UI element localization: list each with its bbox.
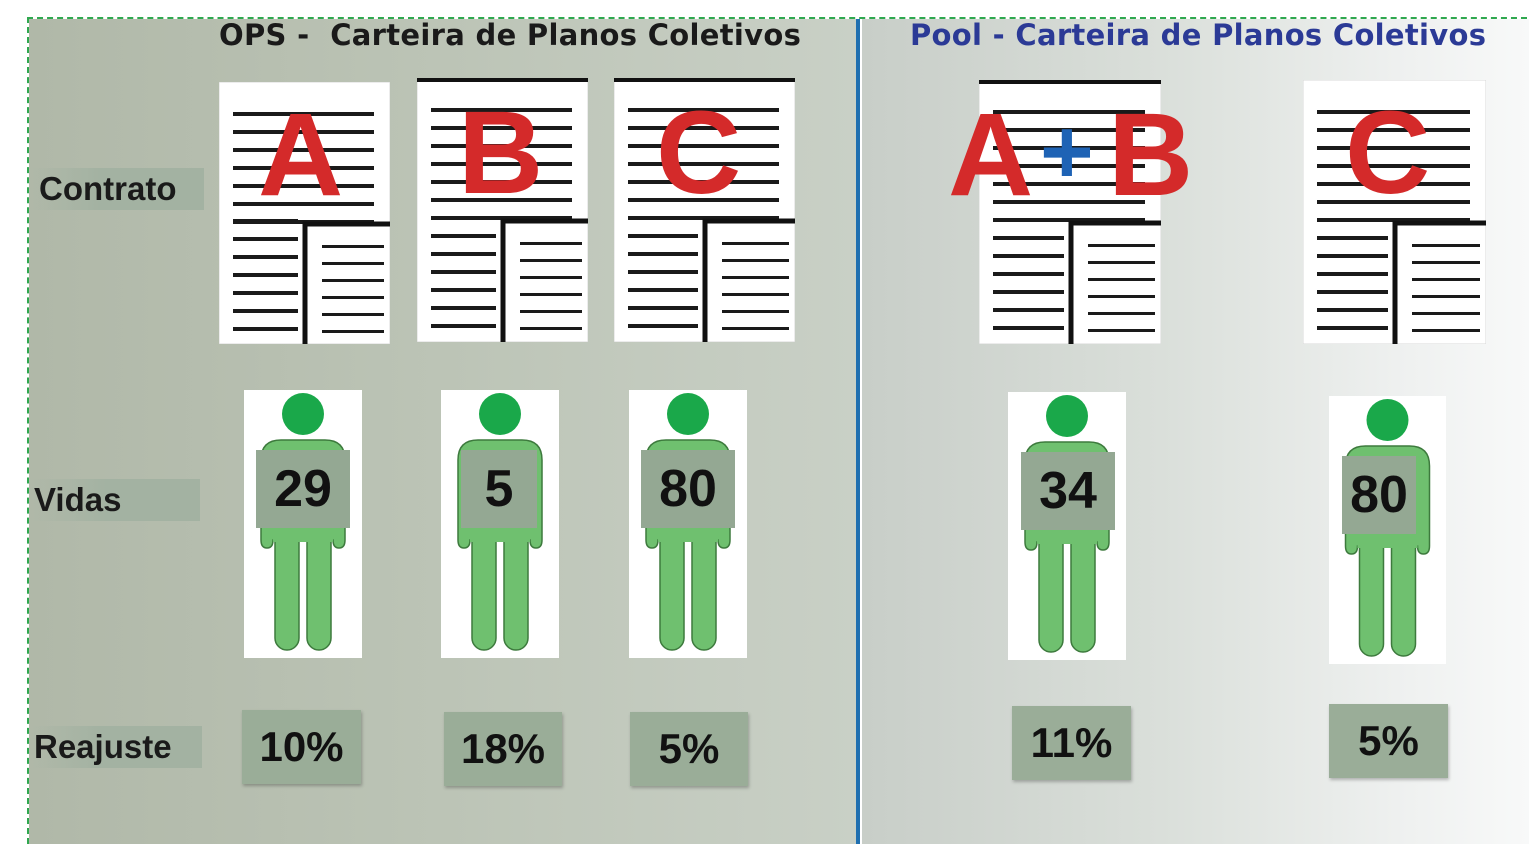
lives-count-a: 29 <box>256 450 350 528</box>
row-label-adjustment: Reajuste <box>30 726 202 768</box>
contract-pool-c-document-icon <box>1303 80 1486 344</box>
lives-count-pool-c: 80 <box>1342 456 1416 534</box>
lives-count-b: 5 <box>461 450 537 528</box>
pool-title: Pool - Carteira de Planos Coletivos <box>910 18 1487 52</box>
adjustment-c: 5% <box>630 712 748 786</box>
contract-letter-c: C <box>656 87 742 219</box>
contract-c-document-icon <box>614 78 795 342</box>
lives-count-ab: 34 <box>1021 452 1115 530</box>
pool-plus-sign: + <box>1040 101 1094 203</box>
pool-letter-b: B <box>1108 89 1194 221</box>
contract-b-document-icon <box>417 78 588 342</box>
panel-divider <box>856 19 860 844</box>
contract-ab-document-icon <box>979 80 1161 344</box>
row-label-contract: Contrato <box>30 168 204 210</box>
adjustment-ab: 11% <box>1012 706 1131 780</box>
pool-letter-a: A <box>948 89 1034 221</box>
adjustment-a: 10% <box>242 710 361 784</box>
contract-letter-a: A <box>258 89 344 221</box>
contract-letter-b: B <box>458 87 544 219</box>
row-label-lives: Vidas <box>30 479 200 521</box>
adjustment-b: 18% <box>444 712 562 786</box>
ops-title: OPS - Carteira de Planos Coletivos <box>219 18 802 52</box>
lives-count-c: 80 <box>641 450 735 528</box>
contract-a-document-icon <box>219 82 390 344</box>
pool-letter-c: C <box>1345 87 1431 219</box>
dashed-frame <box>27 17 1527 844</box>
adjustment-pool-c: 5% <box>1329 704 1448 778</box>
